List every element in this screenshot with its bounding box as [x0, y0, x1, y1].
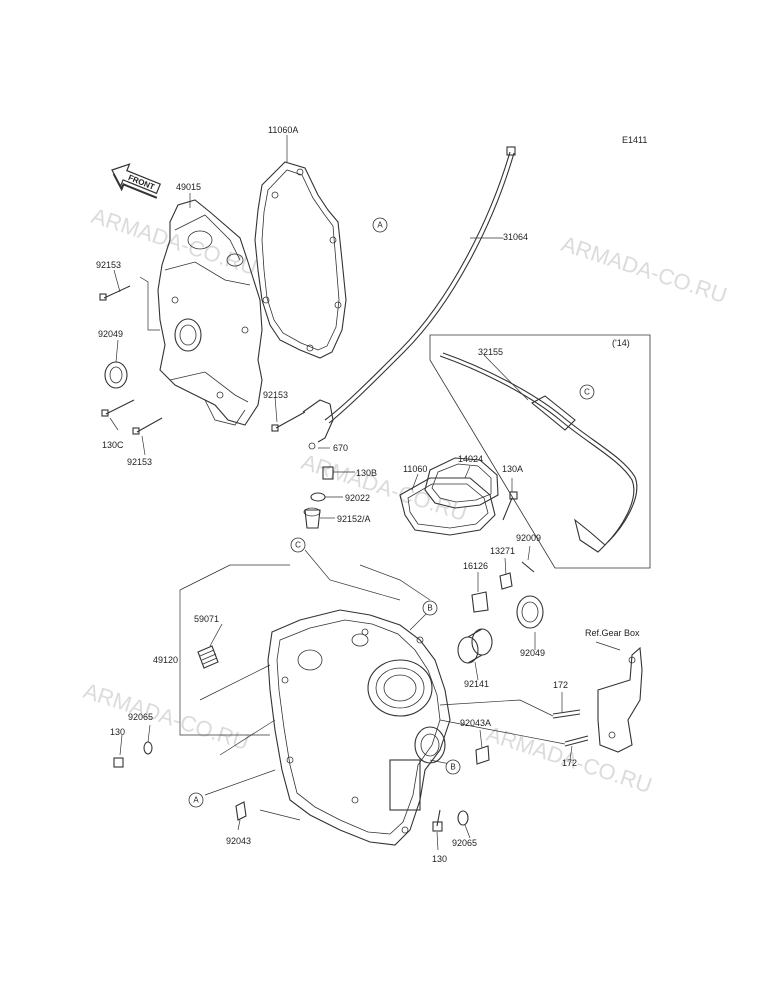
label-92022: 92022	[345, 493, 370, 503]
label-11060: 11060	[403, 464, 427, 474]
label-130A: 130A	[502, 464, 523, 474]
label-11060A: 11060A	[268, 125, 298, 135]
label-16126: 16126	[463, 561, 488, 571]
front-arrow-icon: FRONT	[111, 163, 162, 199]
label-130B: 130B	[356, 468, 377, 478]
callout-b-bottom: B	[450, 763, 455, 772]
label-130C: 130C	[102, 440, 124, 450]
breather-fittings	[303, 466, 334, 529]
gear-box-bracket	[597, 646, 643, 753]
label-49120: 49120	[153, 655, 178, 665]
label-59071: 59071	[194, 614, 219, 624]
label-13271: 13271	[490, 546, 515, 556]
leader-lines	[109, 135, 621, 851]
dipstick-tube	[324, 146, 516, 424]
callout-a-top: A	[377, 221, 383, 230]
callout-circles: A C C B B A	[188, 217, 595, 808]
label-92049-a: 92049	[98, 329, 123, 339]
gasket-11060A	[254, 161, 347, 359]
label-92049-b: 92049	[520, 648, 545, 658]
callout-c-left: C	[295, 541, 301, 550]
oil-seal-right	[516, 595, 544, 629]
label-130-a: 130	[110, 727, 125, 737]
watermark-3: ARMADA-CO.RU	[298, 449, 470, 526]
label-31064: 31064	[503, 232, 528, 242]
label-670: 670	[333, 443, 348, 453]
label-92009: 92009	[516, 533, 541, 543]
dowel-pins	[235, 745, 490, 821]
oil-seal-top	[104, 361, 128, 389]
oil-filter-59071	[197, 645, 219, 669]
label-ref-gear-box: Ref.Gear Box	[585, 628, 640, 638]
watermark-2: ARMADA-CO.RU	[558, 231, 730, 308]
callout-c-right: C	[584, 388, 590, 397]
part-labels: 11060A 49015 92153 92049 130C 92153 9215…	[96, 125, 640, 864]
label-92141: 92141	[464, 679, 489, 689]
small-parts	[471, 561, 535, 613]
label-172-b: 172	[562, 758, 577, 768]
bushing-92141	[457, 628, 493, 664]
watermark-4: ARMADA-CO.RU	[80, 678, 252, 755]
label-32155: 32155	[478, 347, 503, 357]
clip-670	[302, 399, 334, 450]
label-49015: 49015	[176, 182, 201, 192]
label-92153-c: 92153	[263, 390, 288, 400]
label-92153-b: 92153	[127, 457, 152, 467]
diagram-code: E1411	[622, 135, 647, 145]
gear-case-main	[267, 609, 451, 846]
label-130-b: 130	[432, 854, 447, 864]
bolts-top-left	[99, 285, 306, 435]
bolt-130A	[502, 491, 518, 521]
label-14024: 14024	[458, 454, 483, 464]
inspection-plate	[399, 457, 499, 536]
label-92043A: 92043A	[460, 718, 491, 728]
studs-172	[552, 709, 589, 747]
label-92065-a: 92065	[128, 712, 153, 722]
year-note: ('14)	[612, 338, 630, 348]
callout-b-top: B	[427, 604, 432, 613]
label-172-a: 172	[553, 680, 568, 690]
label-92065-b: 92065	[452, 838, 477, 848]
label-92043: 92043	[226, 836, 251, 846]
label-92153-a: 92153	[96, 260, 121, 270]
bolt-130-bottom	[432, 809, 469, 832]
callout-a-bottom: A	[193, 796, 199, 805]
gear-case-cover	[157, 199, 263, 426]
dipstick-variant-box: ('14)	[429, 334, 651, 569]
label-92152A: 92152/A	[337, 514, 371, 524]
